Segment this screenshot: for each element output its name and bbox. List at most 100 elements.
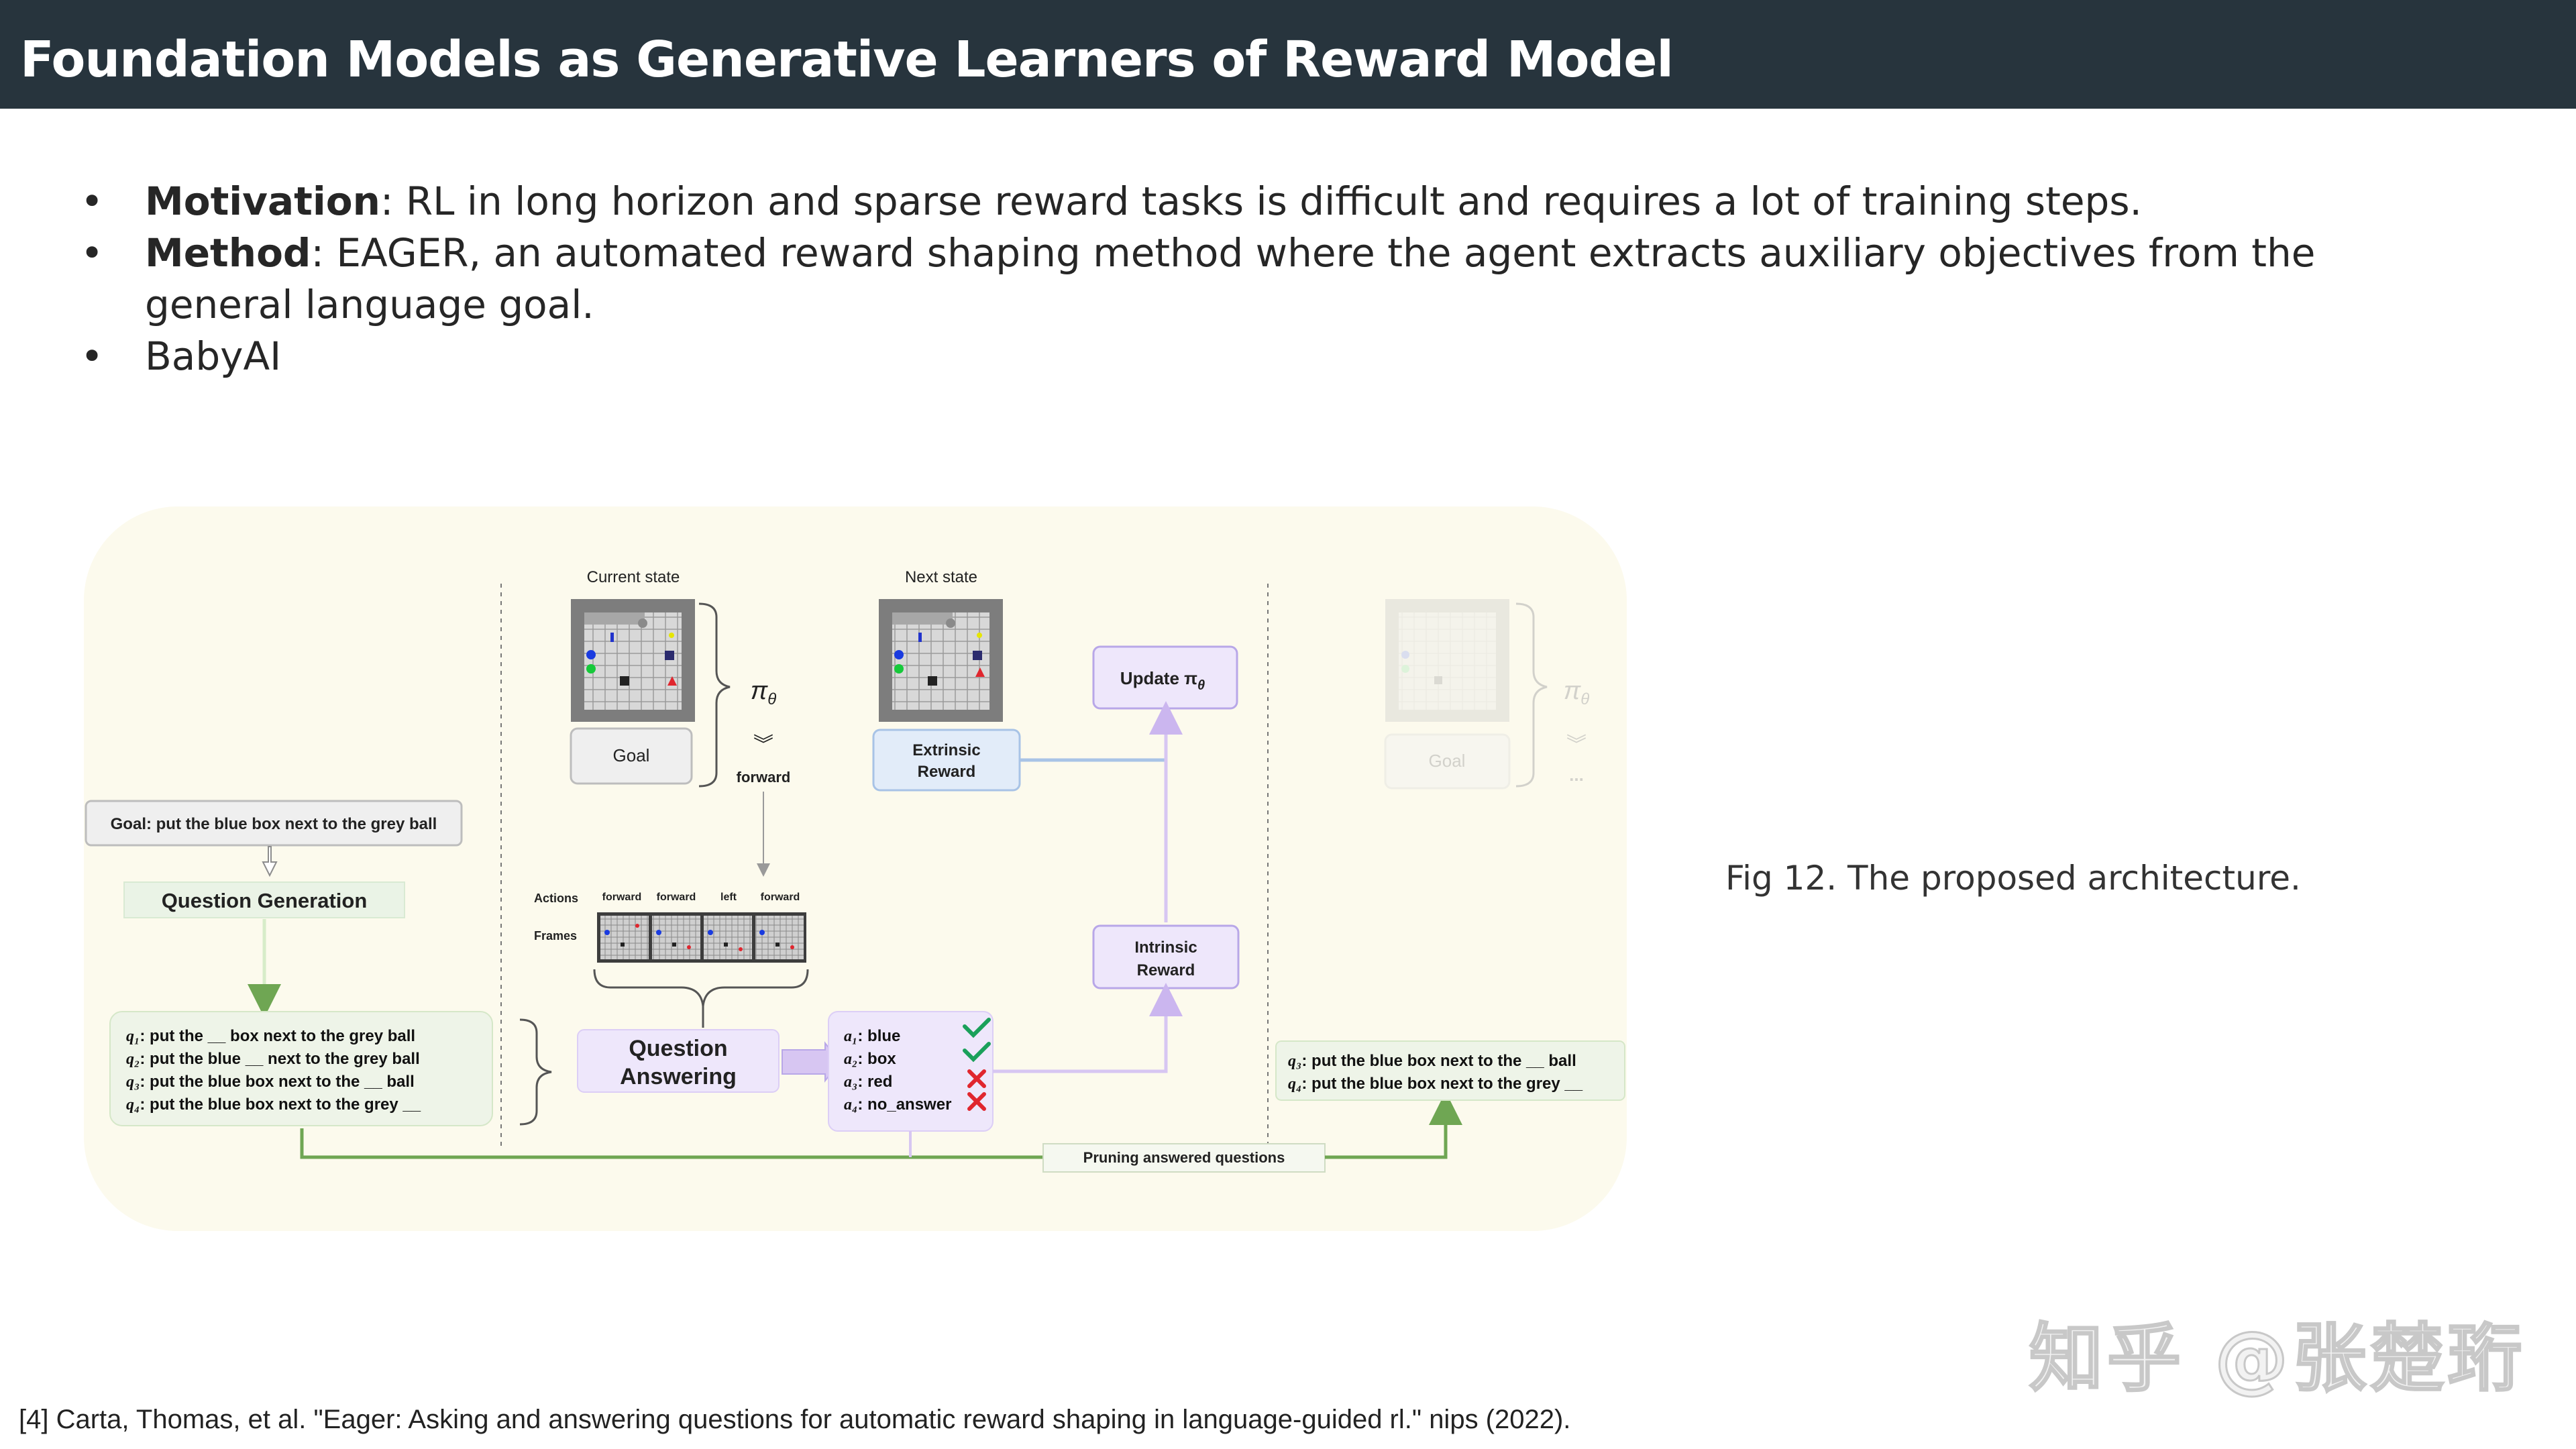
questions-brace <box>519 1018 552 1126</box>
remaining-1-text: : put the blue box next to the __ ball <box>1301 1052 1576 1070</box>
update-policy-subscript: θ <box>1197 678 1205 693</box>
bullet-method: Method: EAGER, an automated reward shapi… <box>80 227 2428 331</box>
architecture-diagram: Goal : put the blue box next to the grey … <box>84 506 1627 1231</box>
frame-2 <box>652 916 700 959</box>
question-3-var: q₃ <box>126 1073 140 1091</box>
actions-row-label: Actions <box>534 892 578 905</box>
answer-3-var: a₃ <box>844 1073 857 1091</box>
answer-3-text: : red <box>857 1073 892 1091</box>
remaining-2-text: : put the blue box next to the grey __ <box>1301 1075 1582 1093</box>
answers-box: a₁: blue a₂: box a₃: red a₄: no_answer <box>828 1011 994 1132</box>
svg-text:πθ: πθ <box>1564 677 1590 708</box>
frame-1 <box>600 916 649 959</box>
question-answering-box: Question Answering <box>577 1029 780 1093</box>
svg-text:a₃: red: a₃: red <box>844 1073 892 1091</box>
remaining-2-var: q₄ <box>1288 1075 1301 1093</box>
bullet-babyai-text: BabyAI <box>145 333 282 379</box>
answer-4-text: : no_answer <box>857 1095 951 1114</box>
pruning-box: Pruning answered questions <box>1042 1143 1326 1173</box>
pruning-to-remaining-arrow <box>1325 1091 1462 1159</box>
bullet-method-text: : EAGER, an automated reward shaping met… <box>145 230 2316 327</box>
svg-text:q₃: put the blue box next to t: q₃: put the blue box next to the __ ball <box>126 1073 415 1091</box>
figure-caption: Fig 12. The proposed architecture. <box>1725 859 2301 898</box>
forward-chevron-icon: ︾ <box>753 734 773 756</box>
reference-footnote: [4] Carta, Thomas, et al. "Eager: Asking… <box>19 1405 1571 1434</box>
answer-2-var: a₂ <box>844 1051 857 1068</box>
answer-1-var: a₁ <box>844 1028 857 1045</box>
action-1: forward <box>602 892 642 903</box>
svg-text:a₄: no_answer: a₄: no_answer <box>844 1095 951 1114</box>
question-3-text: : put the blue box next to the __ ball <box>140 1073 414 1091</box>
frames-strip <box>597 912 806 963</box>
faded-policy-subscript: θ <box>1580 690 1589 708</box>
title-bar: Foundation Models as Generative Learners… <box>0 0 2576 109</box>
check-icon <box>963 1018 991 1038</box>
action-3: left <box>720 892 737 903</box>
question-2-var: q₂ <box>126 1051 140 1068</box>
remaining-1-var: q₃ <box>1288 1053 1301 1070</box>
question-4-var: q₄ <box>126 1096 140 1114</box>
question-answering-line1: Question <box>629 1036 727 1061</box>
svg-text:Update πθ: Update πθ <box>1120 668 1205 693</box>
hollow-down-arrow <box>262 846 278 877</box>
check-icon <box>963 1042 991 1063</box>
goal-text: Goal: put the blue box next to the grey … <box>111 815 437 833</box>
cross-icon <box>967 1069 986 1088</box>
goal-box: Goal: put the blue box next to the grey … <box>85 800 463 847</box>
pruning-label: Pruning answered questions <box>1083 1149 1285 1166</box>
current-state-label: Current state <box>587 568 680 586</box>
faded-policy-symbol: π <box>1564 677 1582 705</box>
bullet-list: Motivation: RL in long horizon and spars… <box>80 176 2428 382</box>
questions-box: q₁: put the __ box next to the grey ball… <box>109 1011 493 1126</box>
extrinsic-reward-line1: Extrinsic <box>912 741 980 759</box>
intrinsic-reward-line1: Intrinsic <box>1134 938 1197 957</box>
slide-title: Foundation Models as Generative Learners… <box>20 31 1674 89</box>
svg-text:q₄: put the blue box next to t: q₄: put the blue box next to the grey __ <box>1288 1075 1583 1093</box>
answer-4-var: a₄ <box>844 1096 857 1114</box>
svg-text:q₄: put the blue box next to t: q₄: put the blue box next to the grey __ <box>126 1095 421 1114</box>
frame-4 <box>755 916 804 959</box>
next-state-label: Next state <box>905 568 977 586</box>
bullet-motivation-label: Motivation <box>145 178 380 224</box>
question-1-text: : put the __ box next to the grey ball <box>140 1027 415 1045</box>
update-policy-label: Update π <box>1120 668 1197 688</box>
policy-subscript: θ <box>767 690 776 708</box>
svg-text:q₂: put the blue __ next to th: q₂: put the blue __ next to the grey bal… <box>126 1050 420 1068</box>
bullet-method-label: Method <box>145 230 311 276</box>
faded-chevron-icon: ︾ <box>1566 734 1587 756</box>
question-2-text: : put the blue __ next to the grey ball <box>140 1050 419 1068</box>
intrinsic-reward-line2: Reward <box>1137 961 1195 979</box>
policy-symbol: π <box>751 677 769 705</box>
intrinsic-reward-box: Intrinsic Reward <box>1092 924 1240 989</box>
faded-goal-label: Goal <box>1429 751 1466 771</box>
svg-text:a₂: box: a₂: box <box>844 1050 896 1068</box>
action-4: forward <box>761 892 800 903</box>
next-state-grid <box>879 599 1003 722</box>
update-policy-box: Update πθ <box>1092 645 1238 710</box>
question-answering-line2: Answering <box>620 1064 737 1089</box>
current-goal-box: Goal <box>570 727 693 785</box>
faded-ellipsis: ... <box>1569 765 1584 785</box>
zhihu-watermark: 知乎 @张楚珩 <box>2028 1315 2526 1403</box>
action-2: forward <box>657 892 696 903</box>
cross-icon <box>967 1092 986 1111</box>
current-goal-label: Goal <box>613 745 650 765</box>
answers-to-intrinsic-line <box>993 983 1183 1073</box>
svg-text:πθ: πθ <box>751 677 777 708</box>
svg-text:a₁: blue: a₁: blue <box>844 1027 900 1045</box>
answer-1-text: : blue <box>857 1027 900 1045</box>
remaining-questions-box: q₃: put the blue box next to the __ ball… <box>1275 1040 1625 1101</box>
answer-2-text: : box <box>857 1050 896 1068</box>
svg-text:q₁: put the __ box next to the: q₁: put the __ box next to the grey ball <box>126 1027 415 1045</box>
policy-brace <box>698 602 731 788</box>
extrinsic-reward-box: Extrinsic Reward <box>872 729 1021 792</box>
frames-row-label: Frames <box>534 929 577 943</box>
forward-label: forward <box>737 769 791 786</box>
bullet-motivation: Motivation: RL in long horizon and spars… <box>80 176 2428 227</box>
faded-next-step: Goal πθ ︾ ... <box>1384 599 1590 790</box>
question-generation-box: Question Generation <box>123 881 405 918</box>
bullet-motivation-text: : RL in long horizon and sparse reward t… <box>380 178 2142 224</box>
svg-text:q₃: put the blue box next to t: q₃: put the blue box next to the __ ball <box>1288 1052 1576 1070</box>
current-state-grid <box>571 599 695 722</box>
extrinsic-reward-line2: Reward <box>918 763 976 781</box>
